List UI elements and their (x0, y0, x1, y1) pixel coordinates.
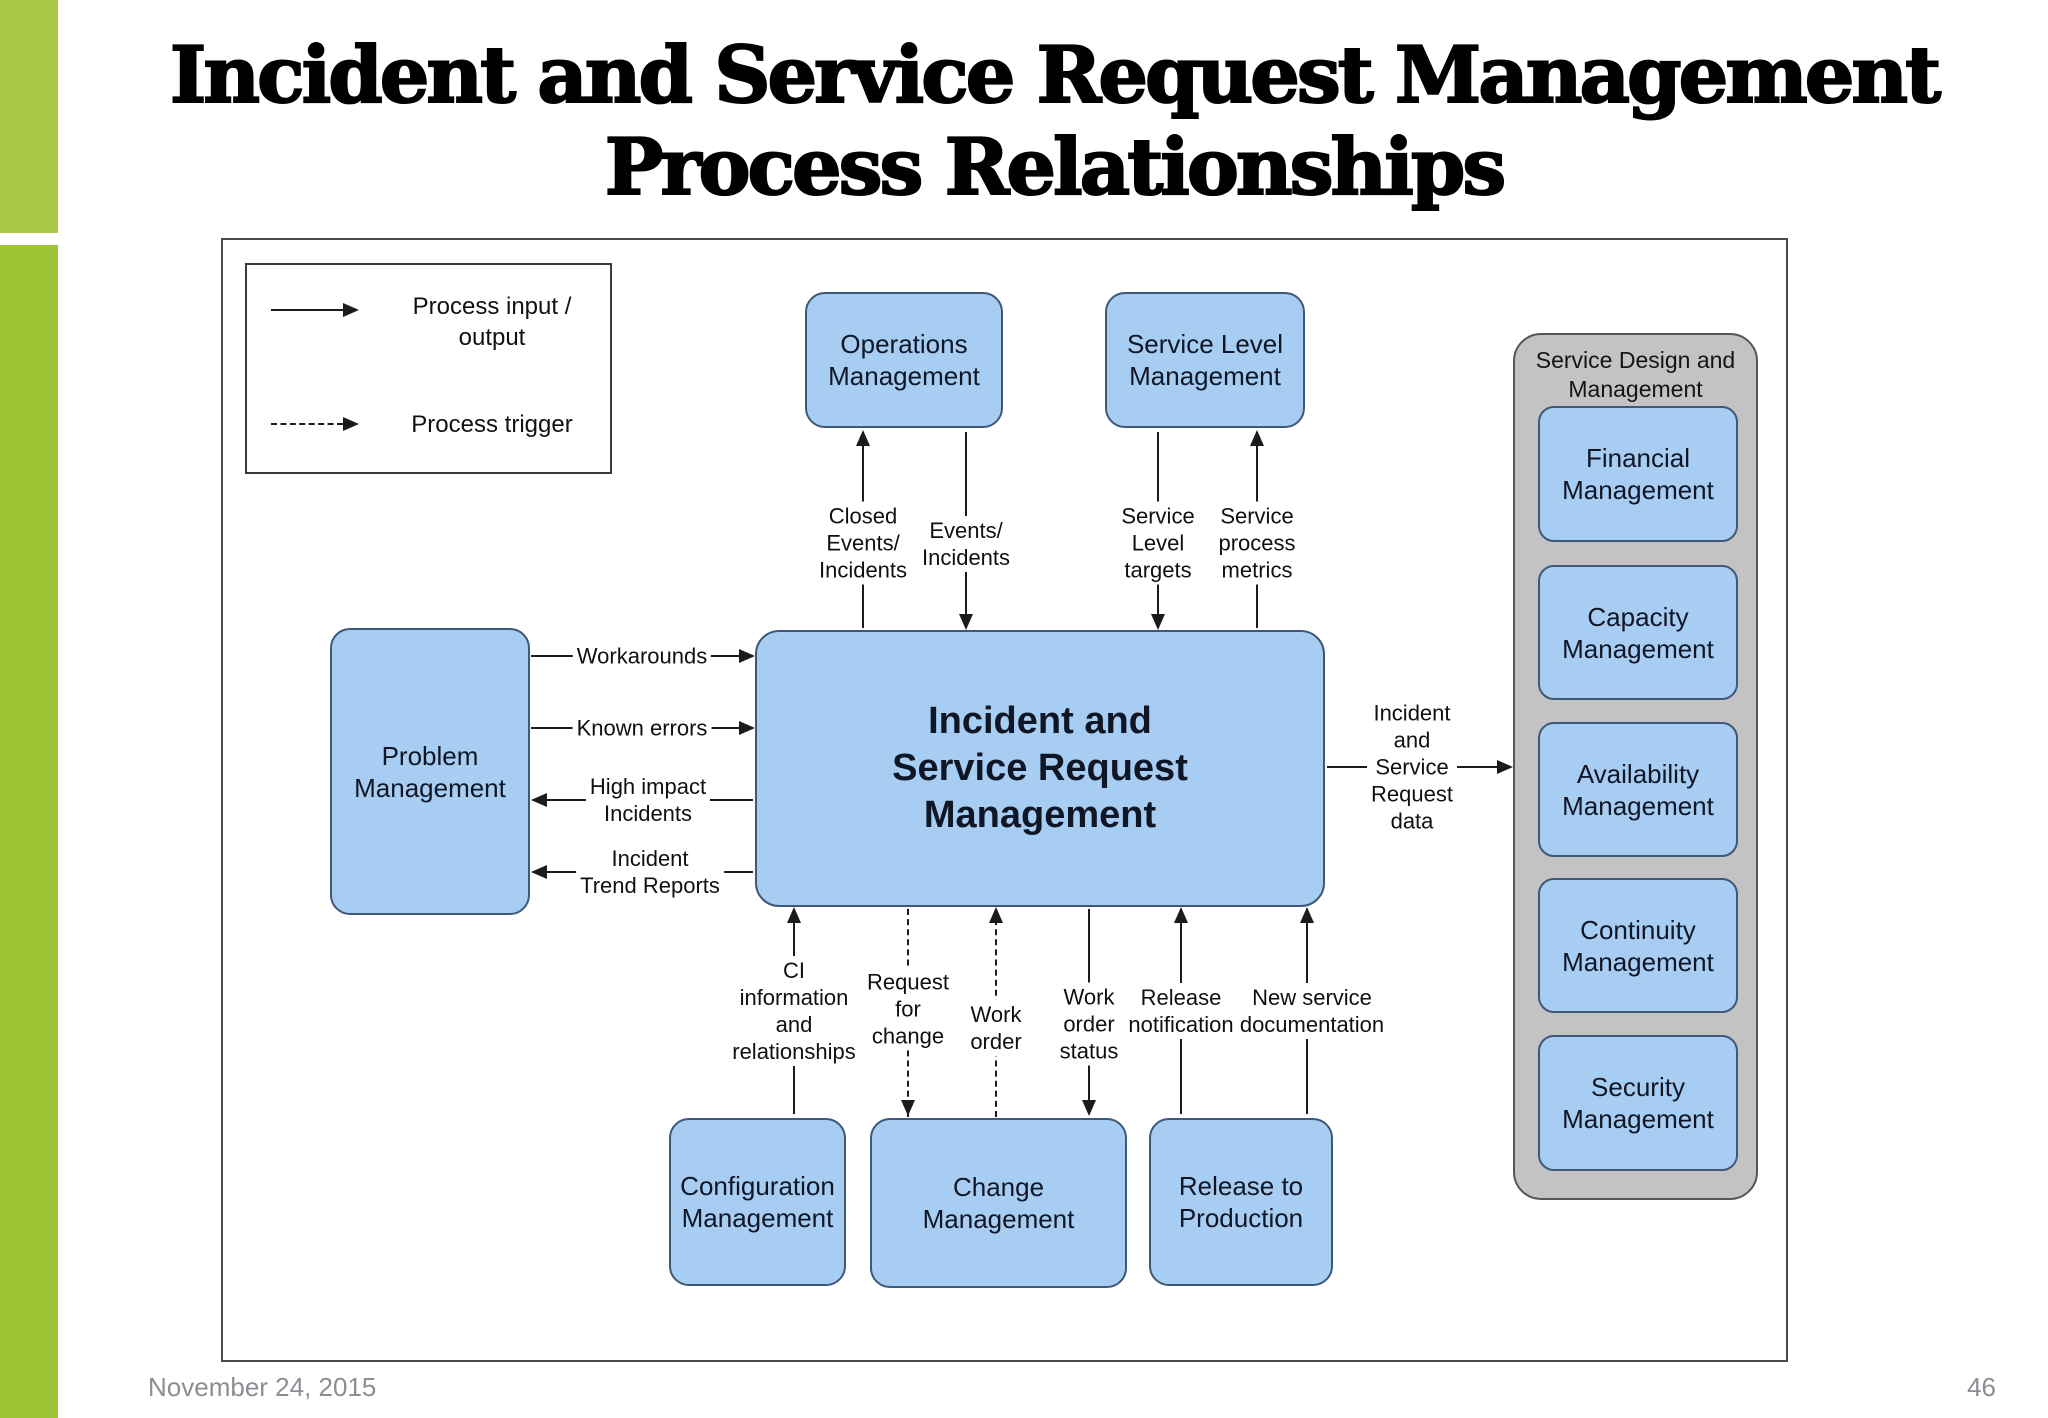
arrowhead-incident-service-request-data-icon (1497, 760, 1513, 774)
legend-label-process-trigger: Process trigger (411, 411, 573, 438)
group-title-service-design-and-management: Service Design and Management (1535, 347, 1736, 402)
edge-label-high-impact-incidents: High impact Incidents (585, 772, 711, 828)
arrowhead-release-notification-icon (1174, 907, 1188, 923)
edge-label-request-for-change: Request for change (863, 967, 953, 1051)
arrowhead-high-impact-incidents-icon (531, 793, 547, 807)
node-availability-management: Availability Management (1538, 722, 1738, 857)
node-financial-management: Financial Management (1538, 406, 1738, 542)
edge-label-release-notification: Release notification (1124, 983, 1238, 1039)
arrowhead-work-order-status-icon (1082, 1100, 1096, 1116)
edge-label-workarounds: Workarounds (572, 641, 712, 671)
edge-label-work-order: Work order (966, 1000, 1026, 1056)
edge-label-closed-events-incidents: Closed Events/ Incidents (814, 501, 912, 585)
node-release-to-production: Release to Production (1149, 1118, 1333, 1286)
node-configuration-management: Configuration Management (669, 1118, 846, 1286)
slide-title: Incident and Service Request Management … (169, 29, 1942, 214)
footer-date: November 24, 2015 (148, 1372, 377, 1402)
legend-solid-arrowhead-icon (343, 303, 359, 317)
edge-label-events-incidents: Events/ Incidents (917, 516, 1015, 572)
edge-label-new-service-documentation: New service documentation (1235, 983, 1389, 1039)
green-accent-bar-top (0, 0, 58, 233)
arrowhead-new-service-documentation-icon (1300, 907, 1314, 923)
arrowhead-service-process-metrics-icon (1250, 430, 1264, 446)
node-continuity-management: Continuity Management (1538, 878, 1738, 1013)
edge-label-work-order-status: Work order status (1055, 982, 1123, 1066)
arrowhead-request-for-change-icon (901, 1100, 915, 1116)
legend-dashed-arrowhead-icon (343, 417, 359, 431)
legend-solid-arrow-line (271, 309, 343, 311)
edge-label-incident-trend-reports: Incident Trend Reports (576, 844, 724, 900)
node-incident-service-request-management: Incident and Service Request Management (755, 630, 1325, 907)
edge-label-ci-information: CI information and relationships (728, 956, 860, 1066)
legend-dashed-arrow-line (271, 423, 343, 425)
node-change-management: Change Management (870, 1118, 1127, 1288)
arrowhead-work-order-icon (989, 907, 1003, 923)
arrowhead-ci-information-icon (787, 907, 801, 923)
node-operations-management: Operations Management (805, 292, 1003, 428)
arrowhead-closed-events-incidents-icon (856, 430, 870, 446)
arrowhead-workarounds-icon (739, 649, 755, 663)
edge-label-incident-service-request-data: Incident and Service Request data (1367, 698, 1457, 836)
arrowhead-known-errors-icon (739, 721, 755, 735)
arrowhead-events-incidents-icon (959, 614, 973, 630)
node-problem-management: Problem Management (330, 628, 530, 915)
green-accent-bar-bottom (0, 245, 58, 1418)
edge-label-service-process-metrics: Service process metrics (1214, 501, 1300, 585)
edge-label-service-level-targets: Service Level targets (1117, 501, 1199, 585)
legend-box: Process input / output Process trigger (245, 263, 612, 474)
legend-label-process-input-output: Process input / output (412, 293, 572, 351)
node-security-management: Security Management (1538, 1035, 1738, 1171)
node-capacity-management: Capacity Management (1538, 565, 1738, 700)
arrowhead-incident-trend-reports-icon (531, 865, 547, 879)
edge-label-known-errors: Known errors (572, 713, 712, 743)
footer-page-number: 46 (1967, 1372, 1996, 1402)
node-service-level-management: Service Level Management (1105, 292, 1305, 428)
arrowhead-service-level-targets-icon (1151, 614, 1165, 630)
